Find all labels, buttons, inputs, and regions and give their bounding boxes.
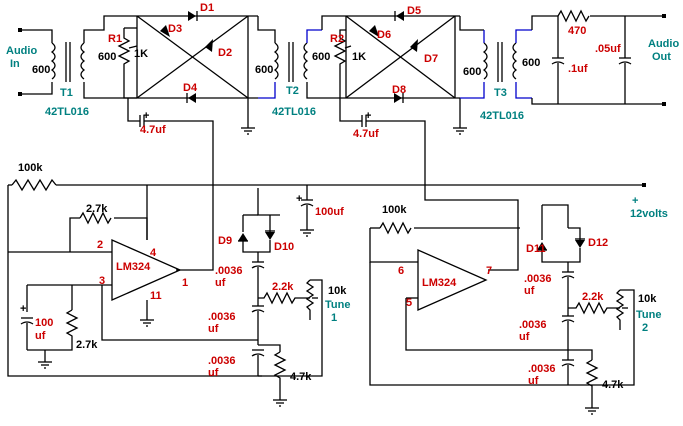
- c0036-1-a: .0036: [215, 265, 243, 277]
- d4-label: D4: [183, 82, 198, 94]
- transformer-t1: [50, 15, 137, 99]
- c100-value-b: uf: [35, 330, 46, 342]
- t2-primary-label: 600: [255, 64, 273, 76]
- supply-label: 12volts: [630, 208, 668, 220]
- c0036-6-a: .0036: [528, 363, 556, 375]
- r27k-1-label: 2.7k: [86, 203, 108, 215]
- pin11-label: 11: [150, 290, 162, 302]
- c0036-2-a: .0036: [208, 311, 236, 323]
- r2-label: R2: [330, 33, 344, 45]
- audio-in-label-1: Audio: [6, 45, 37, 57]
- c47-2-plus: +: [365, 110, 371, 122]
- output-filter: [531, 9, 666, 106]
- t3-secondary-label: 600: [522, 57, 540, 69]
- opamp1-label: LM324: [116, 261, 151, 273]
- audio-out-label-2: Out: [652, 51, 671, 63]
- pin4-label: 4: [150, 247, 157, 259]
- d8-label: D8: [392, 84, 406, 96]
- c100uf-top-label: 100uf: [315, 206, 344, 218]
- r10k-2-label: 10k: [638, 293, 657, 305]
- tune1-label-a: Tune: [325, 299, 350, 311]
- t2-part: 42TL016: [272, 106, 316, 118]
- opamp2-label: LM324: [422, 277, 457, 289]
- transformer-t2: [241, 15, 346, 135]
- pin5-label: 5: [406, 297, 412, 309]
- r1-value: 1K: [134, 48, 148, 60]
- r100k-2-label: 100k: [382, 204, 407, 216]
- c100-plus: +: [20, 303, 26, 315]
- c0036-6-b: uf: [528, 375, 539, 387]
- r470-label: 470: [568, 25, 586, 37]
- d3-label: D3: [168, 23, 182, 35]
- c47-1-plus: +: [143, 110, 149, 122]
- supply-plus: +: [632, 195, 638, 207]
- r22k-1-label: 2.2k: [272, 281, 294, 293]
- c1uf-label: .1uf: [568, 63, 588, 75]
- d1-label: D1: [200, 2, 214, 14]
- c0036-3-b: uf: [208, 367, 219, 379]
- r27k-2-label: 2.7k: [76, 339, 98, 351]
- bridge-mixer-2: [333, 11, 519, 271]
- d11-label: D11: [526, 243, 546, 255]
- c0036-5-a: .0036: [519, 319, 547, 331]
- r2-value: 1K: [352, 51, 366, 63]
- r100k-1-label: 100k: [18, 162, 43, 174]
- t3-part: 42TL016: [480, 110, 524, 122]
- d12-label: D12: [588, 237, 608, 249]
- tune2-label-b: 2: [642, 322, 648, 334]
- pin6-label: 6: [398, 265, 404, 277]
- tune1-label-b: 1: [331, 312, 337, 324]
- pin1-label: 1: [182, 277, 188, 289]
- d2-label: D2: [218, 47, 232, 59]
- t1-secondary-label: 600: [98, 51, 116, 63]
- c100uf-top-plus: +: [296, 193, 302, 205]
- c100-value-a: 100: [35, 317, 53, 329]
- tune2-label-a: Tune: [636, 309, 661, 321]
- r47k-1-label: 4.7k: [290, 371, 312, 383]
- d7-label: D7: [424, 53, 438, 65]
- opamp-stage-2: [369, 204, 635, 415]
- c47-1-label: 4.7uf: [140, 124, 166, 136]
- t1-part: 42TL016: [45, 106, 89, 118]
- pin7-label: 7: [486, 265, 492, 277]
- d5-label: D5: [407, 5, 421, 17]
- audio-input: [18, 28, 53, 96]
- pin2-label: 2: [97, 239, 103, 251]
- r10k-1-label: 10k: [328, 285, 347, 297]
- opamp-stage-1: [8, 188, 323, 407]
- c05uf-label: .05uf: [595, 43, 621, 55]
- c0036-3-a: .0036: [208, 355, 236, 367]
- r1-label: R1: [108, 33, 122, 45]
- c0036-4-a: .0036: [524, 273, 552, 285]
- audio-out-label-1: Audio: [648, 38, 679, 50]
- c0036-4-b: uf: [524, 285, 535, 297]
- d9-label: D9: [218, 235, 232, 247]
- t2-secondary-label: 600: [312, 51, 330, 63]
- transformer-t3: [459, 16, 532, 99]
- r47k-2-label: 4.7k: [602, 379, 624, 391]
- t3-primary-label: 600: [463, 66, 481, 78]
- pin3-label: 3: [99, 275, 105, 287]
- c47-2-label: 4.7uf: [353, 128, 379, 140]
- bridge-mixer-1: [117, 11, 258, 271]
- c0036-5-b: uf: [519, 331, 530, 343]
- t1-primary-label: 600: [32, 64, 50, 76]
- d6-label: D6: [377, 29, 391, 41]
- c0036-1-b: uf: [215, 277, 226, 289]
- audio-in-label-2: In: [10, 58, 20, 70]
- t2-label: T2: [286, 85, 299, 97]
- d10-label: D10: [274, 241, 294, 253]
- c0036-2-b: uf: [208, 323, 219, 335]
- r22k-2-label: 2.2k: [582, 291, 604, 303]
- t1-label: T1: [60, 87, 73, 99]
- t3-label: T3: [494, 87, 507, 99]
